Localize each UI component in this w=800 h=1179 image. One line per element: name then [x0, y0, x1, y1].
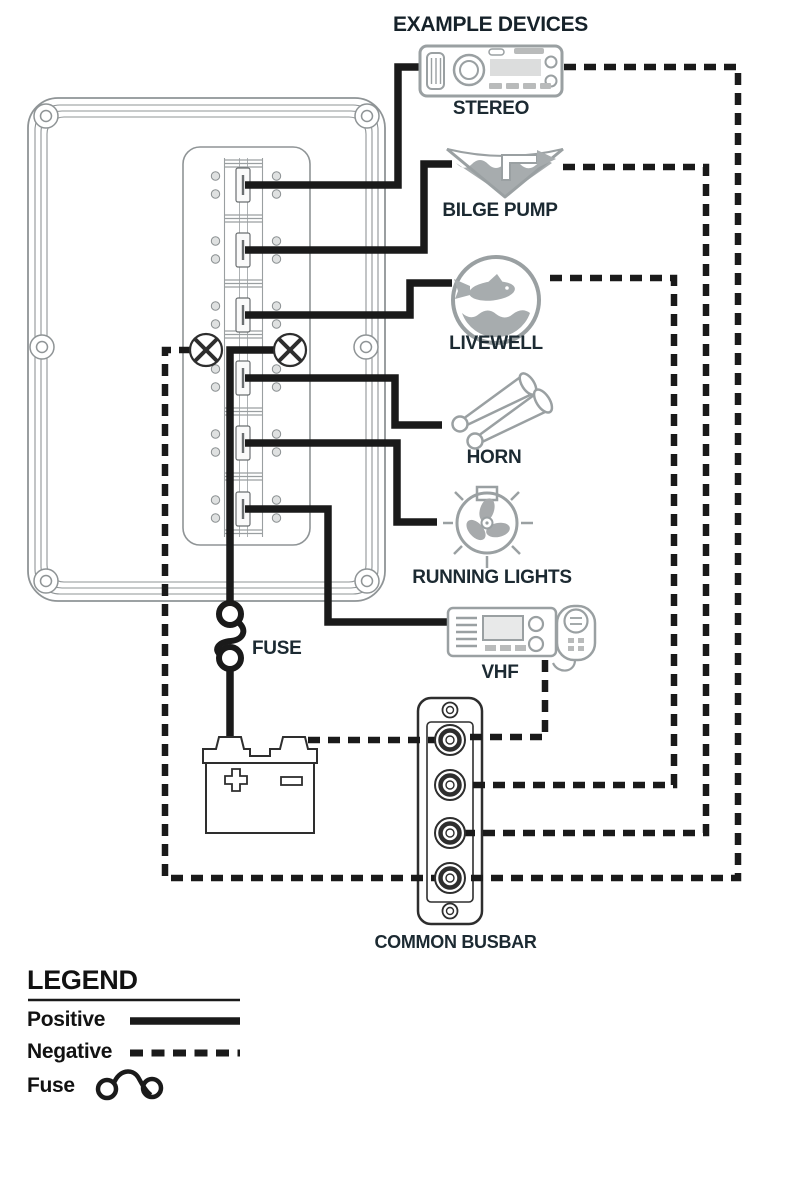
running-lights-icon: [443, 485, 533, 568]
battery-body: [205, 762, 315, 834]
feed-screw: [272, 332, 308, 368]
livewell-icon: [451, 255, 541, 345]
busbar-terminal-3: [434, 817, 466, 849]
neg-livewell: [462, 274, 678, 789]
battery-minus-symbol: [280, 776, 303, 786]
legend-item-fuse: Fuse: [27, 1074, 75, 1097]
label-bilge-pump: BILGE PUMP: [442, 200, 558, 221]
legend-item-negative: Negative: [27, 1040, 113, 1063]
legend-title: LEGEND: [27, 965, 138, 995]
wire-bilge-pump: [245, 160, 452, 254]
ground-screw: [188, 332, 224, 368]
battery-plus-symbol: [224, 768, 248, 792]
panel-screws: [188, 332, 308, 368]
wire-running-lights: [245, 439, 437, 526]
wire-main-feed-upper: [226, 346, 290, 602]
label-vhf: VHF: [481, 662, 519, 683]
positive-wires: [226, 63, 452, 742]
neg-bilge-pump: [462, 163, 710, 837]
wire-livewell: [245, 279, 452, 319]
wire-stereo: [245, 63, 421, 189]
panel-mounting-holes: [29, 103, 380, 594]
neg-panel-ground: [161, 346, 438, 882]
vhf-icon: [446, 604, 597, 672]
busbar-body: [416, 696, 484, 926]
breaker-housing: [182, 146, 311, 546]
fuse-symbol: [214, 600, 247, 672]
label-horn: HORN: [466, 447, 522, 468]
page-title: EXAMPLE DEVICES: [392, 13, 589, 36]
wire-horn: [245, 374, 442, 429]
busbar-terminal-1: [434, 724, 466, 756]
label-livewell: LIVEWELL: [449, 333, 543, 354]
legend-graphics: [28, 998, 240, 1101]
negative-wires: [161, 63, 742, 882]
battery-lid: [202, 736, 318, 764]
busbar-terminal-2: [434, 769, 466, 801]
horn-icon: [451, 372, 554, 450]
label-fuse: FUSE: [252, 638, 302, 659]
legend-fuse-sample: [95, 1069, 164, 1101]
label-running-lights: RUNNING LIGHTS: [412, 567, 572, 588]
label-stereo: STEREO: [452, 98, 530, 119]
neg-stereo: [462, 63, 742, 882]
label-common-busbar: COMMON BUSBAR: [374, 932, 537, 952]
bilge-pump-icon: [446, 147, 564, 199]
battery: [202, 736, 318, 834]
stereo-icon: [418, 44, 564, 98]
busbar-terminals: [434, 701, 466, 920]
legend-item-positive: Positive: [27, 1008, 106, 1031]
wire-vhf: [245, 505, 449, 626]
busbar-terminal-4: [434, 862, 466, 894]
breaker-panel: [27, 97, 386, 602]
neg-vhf: [462, 660, 549, 741]
